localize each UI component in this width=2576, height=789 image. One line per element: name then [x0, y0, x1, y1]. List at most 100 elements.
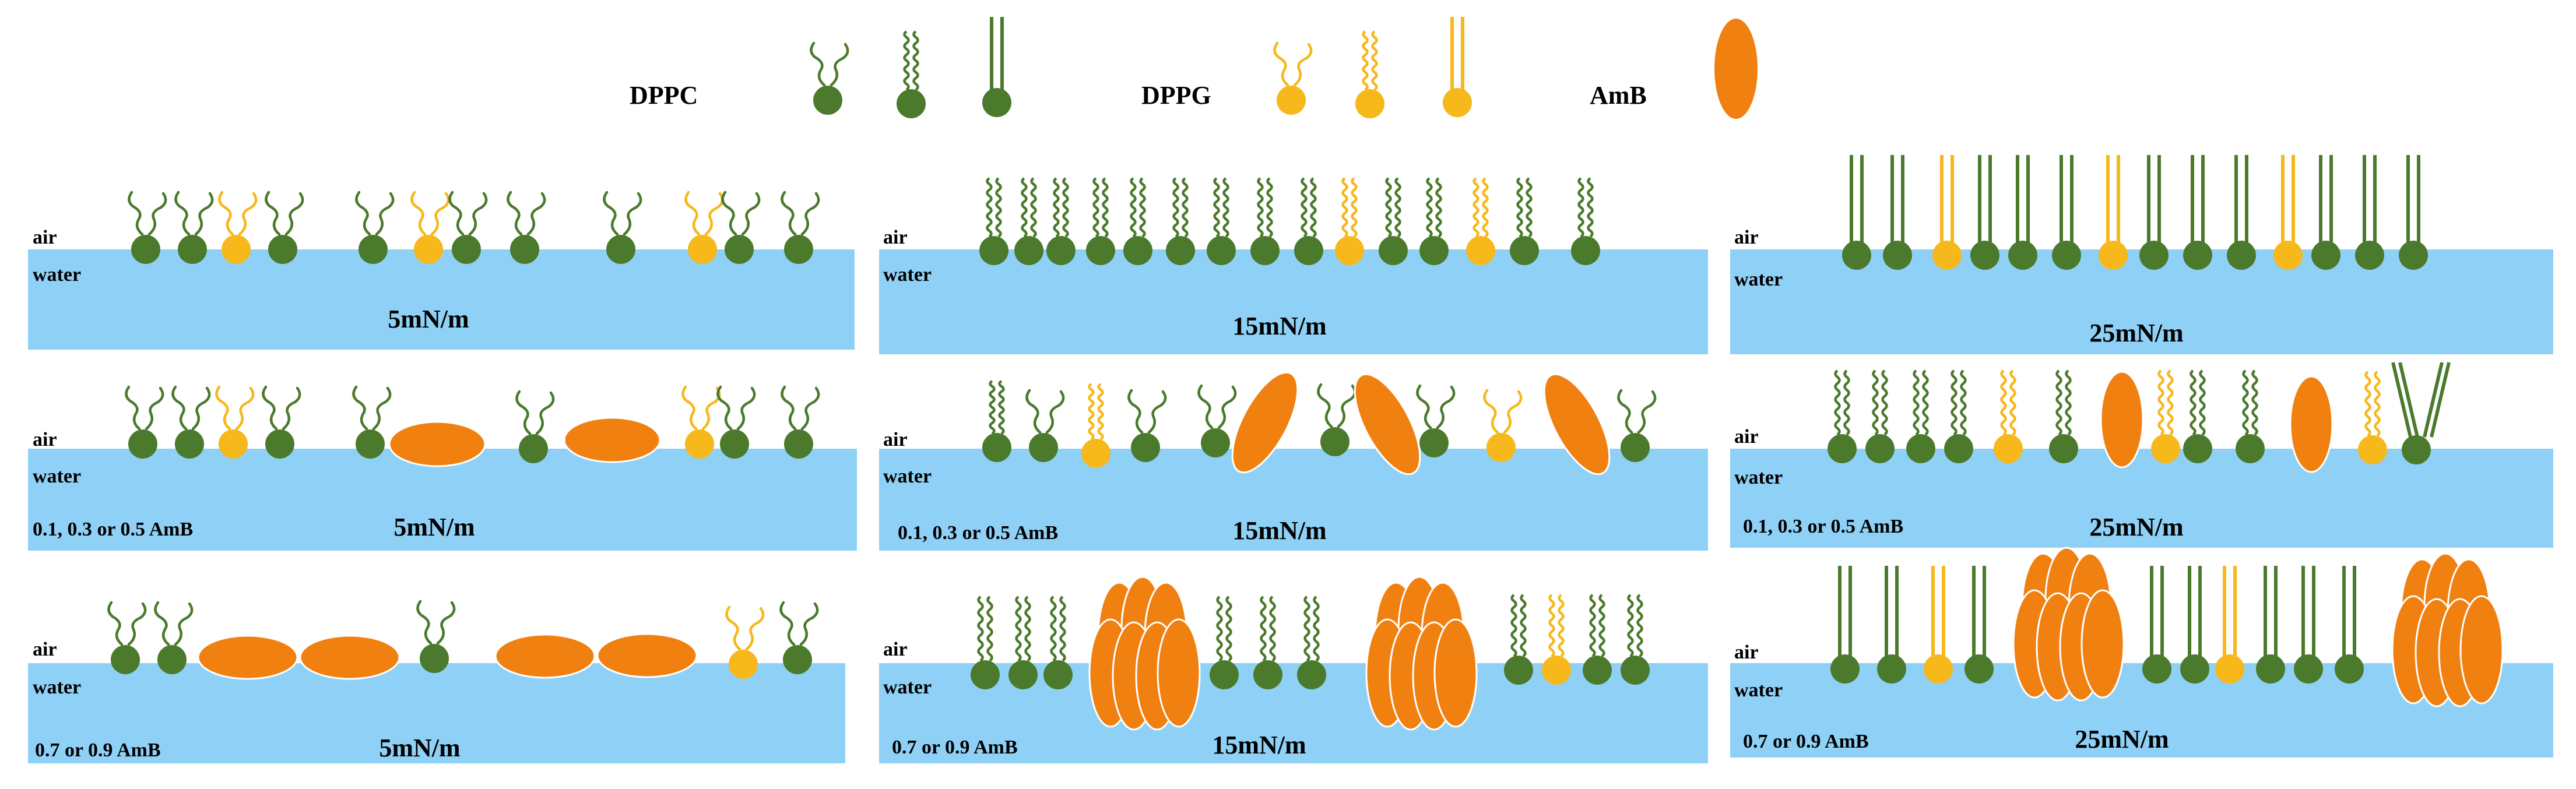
- water-label: water: [33, 677, 81, 698]
- dppc-molecule: [171, 385, 211, 459]
- dppc-molecule: [1504, 594, 1533, 685]
- pressure-label: 15mN/m: [1232, 312, 1326, 340]
- air-label: air: [33, 227, 57, 248]
- dppg-straight-molecule: [1443, 17, 1472, 117]
- dppg-molecule: [2099, 155, 2128, 270]
- dppc-molecule: [507, 191, 546, 264]
- dppc-molecule: [2142, 566, 2171, 684]
- dppg-molecule: [1932, 155, 1962, 270]
- dppc-molecule: [779, 601, 819, 674]
- dppc-molecule: [1086, 177, 1115, 265]
- dppc-wavy-molecule: [897, 30, 926, 118]
- water-label: water: [1734, 467, 1783, 488]
- dppg-molecule: [2358, 371, 2387, 464]
- dppc-molecule: [781, 385, 820, 459]
- water-subphase: [1730, 449, 2553, 548]
- dppc-molecule: [2236, 369, 2265, 463]
- pressure-label: 15mN/m: [1212, 731, 1306, 759]
- dppg-molecule: [215, 385, 255, 459]
- amb-aggregate: [1088, 576, 1201, 731]
- dppc-molecule: [2311, 155, 2340, 270]
- air-label: air: [883, 227, 908, 248]
- pressure-label: 15mN/m: [1232, 516, 1326, 545]
- dppc-molecule: [265, 191, 304, 264]
- air-label: air: [1734, 227, 1759, 248]
- amb-molecule: [563, 417, 661, 463]
- water-subphase: [879, 249, 1708, 354]
- dppc-molecule: [2335, 566, 2364, 684]
- amb-molecule: [388, 421, 486, 467]
- dppc-molecule: [982, 380, 1011, 462]
- dppc-molecule: [2227, 155, 2256, 270]
- water-label: water: [883, 264, 932, 286]
- dppc-molecule: [603, 191, 642, 264]
- air-label: air: [33, 429, 57, 450]
- legend-dppg-molecules: [1273, 17, 1472, 118]
- dppc-molecule: [107, 601, 147, 674]
- legend-dppg-label: DPPG: [1141, 81, 1211, 110]
- dppc-molecule: [1210, 596, 1239, 689]
- dppc-molecule: [1046, 177, 1076, 265]
- dppc-molecule: [781, 191, 820, 264]
- dppc-molecule: [1621, 594, 1650, 685]
- dppg-molecule: [410, 191, 450, 264]
- amb-molecule: [1543, 373, 1611, 475]
- dppc-molecule: [2399, 155, 2428, 270]
- dppc-molecule: [154, 601, 194, 674]
- amb-ratio-label: 0.7 or 0.9 AmB: [1743, 731, 1869, 752]
- amb-molecule: [299, 635, 400, 680]
- dppg-molecule: [2151, 369, 2180, 463]
- amb-ratio-label: 0.7 or 0.9 AmB: [35, 739, 161, 761]
- dppc-splayed-molecule: [810, 41, 849, 115]
- dppc-molecule: [1883, 155, 1912, 270]
- amb-ratio-label: 0.7 or 0.9 AmB: [892, 737, 1018, 758]
- dppc-molecule: [1123, 177, 1152, 265]
- dppg-molecule: [2215, 566, 2244, 684]
- dppc-molecule: [174, 191, 214, 264]
- amb-molecule: [1714, 19, 1758, 119]
- dppc-molecule: [721, 191, 761, 264]
- monolayer-molecules: [107, 155, 2504, 731]
- amb-aggregate: [2012, 547, 2125, 702]
- dppc-molecule: [1842, 155, 1871, 270]
- dppc-molecule: [979, 177, 1008, 265]
- dppc-molecule: [1127, 389, 1167, 462]
- dppc-molecule: [1877, 566, 1906, 684]
- pressure-label: 25mN/m: [2075, 725, 2169, 753]
- dppc-molecule: [1416, 384, 1456, 457]
- water-label: water: [33, 466, 81, 487]
- air-label: air: [1734, 642, 1759, 663]
- amb-molecule: [1231, 371, 1299, 474]
- dppg-molecule: [1483, 389, 1523, 462]
- dppc-molecule: [1025, 389, 1065, 462]
- legend-dppc-label: DPPC: [630, 81, 698, 110]
- dppg-molecule: [1994, 369, 2023, 463]
- dppg-molecule: [1542, 594, 1571, 685]
- dppc-molecule: [716, 385, 756, 459]
- air-label: air: [883, 429, 908, 450]
- dppc-molecule: [1617, 389, 1657, 462]
- water-subphase: [28, 249, 855, 350]
- pressure-label: 5mN/m: [393, 513, 475, 541]
- dppc-molecule: [1043, 596, 1073, 689]
- water-bands: [28, 249, 2553, 763]
- amb-molecule: [1354, 373, 1421, 475]
- dppc-molecule: [1510, 177, 1539, 265]
- legend-amb-molecule: [1714, 19, 1758, 119]
- dppg-wavy-molecule: [1355, 30, 1384, 118]
- air-label: air: [883, 639, 908, 660]
- dppg-molecule: [218, 191, 258, 264]
- dppc-molecule: [262, 385, 301, 459]
- dppc-molecule: [1571, 177, 1600, 265]
- amb-ratio-label: 0.1, 0.3 or 0.5 AmB: [1743, 516, 1903, 537]
- water-label: water: [33, 264, 81, 286]
- pressure-label: 5mN/m: [379, 734, 460, 762]
- air-label: air: [1734, 426, 1759, 448]
- water-label: water: [883, 677, 932, 698]
- dppg-molecule: [1924, 566, 1953, 684]
- dppc-molecule: [125, 385, 164, 459]
- pressure-label: 5mN/m: [388, 305, 469, 333]
- legend-dppc-molecules: [810, 17, 1011, 118]
- dppc-molecule: [1830, 566, 1860, 684]
- dppc-molecule: [2294, 566, 2323, 684]
